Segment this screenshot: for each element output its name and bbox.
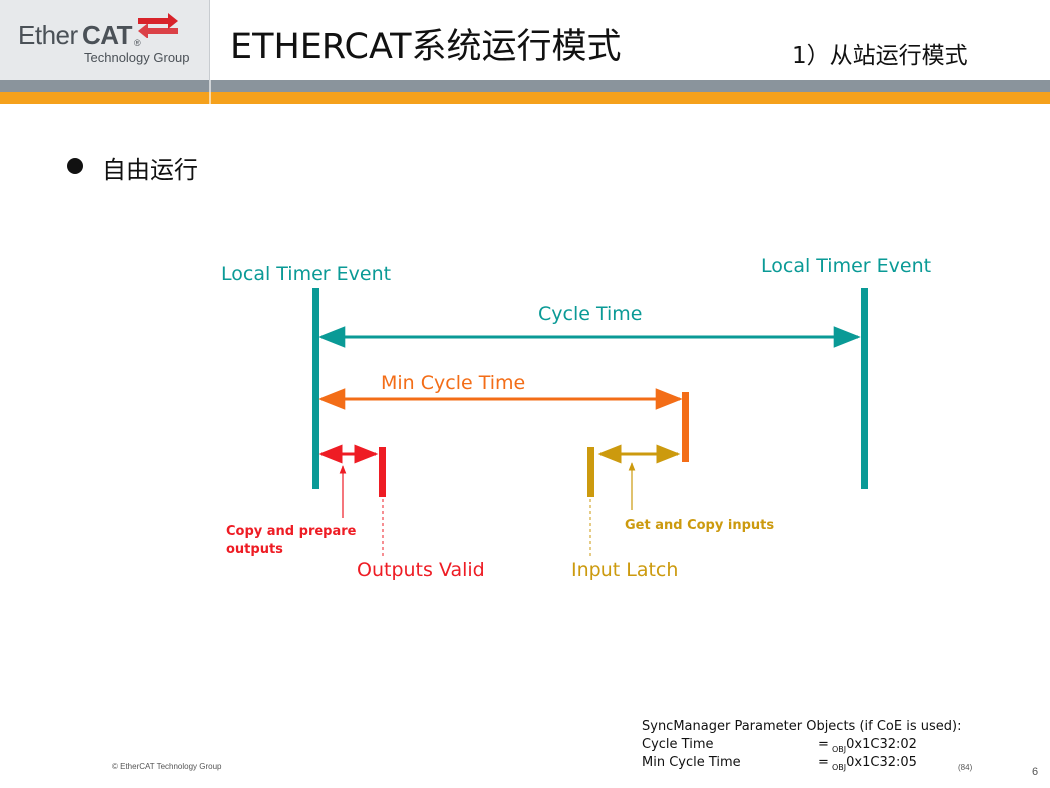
syncmanager-obj-subscript: OBJ: [832, 745, 847, 754]
header-band-divider: [209, 80, 211, 104]
logo-brand-left: Ether: [18, 20, 78, 50]
outputs-valid-bar: [379, 447, 386, 497]
input-latch-bar: [587, 447, 594, 497]
label-copy-prepare-line2: outputs: [226, 542, 283, 557]
logo-arrows-icon: [138, 13, 178, 38]
min-cycle-time-bar: [682, 392, 689, 462]
label-min-cycle-time: Min Cycle Time: [381, 372, 525, 394]
label-cycle-time: Cycle Time: [538, 303, 642, 325]
syncmanager-row-cycle-time: Cycle Time = OBJ0x1C32:02: [642, 736, 961, 754]
header-band-gray: [0, 80, 1050, 92]
page-number: 6: [1032, 766, 1039, 778]
label-local-timer-event-left: Local Timer Event: [221, 263, 391, 285]
syncmanager-reference: (84): [958, 763, 973, 772]
header-band-orange: [0, 92, 1050, 104]
bullet-dot-icon: [67, 158, 83, 174]
label-copy-prepare-line1: Copy and prepare: [226, 524, 357, 539]
slide-header: Ether CAT ® Technology Group ETHERCAT系统运…: [0, 0, 1050, 104]
label-local-timer-event-right: Local Timer Event: [761, 255, 931, 277]
syncmanager-key: Min Cycle Time: [642, 755, 741, 770]
bullet-text: 自由运行: [102, 156, 198, 184]
syncmanager-heading: SyncManager Parameter Objects (if CoE is…: [642, 719, 962, 734]
syncmanager-obj-subscript: OBJ: [832, 763, 847, 772]
syncmanager-value: OBJ0x1C32:05: [832, 754, 917, 773]
syncmanager-object-index: 0x1C32:02: [846, 737, 917, 752]
label-input-latch: Input Latch: [571, 559, 678, 581]
logo-brand-right: CAT: [82, 20, 133, 50]
copyright-text: © EtherCAT Technology Group: [112, 762, 222, 771]
label-get-copy-inputs: Get and Copy inputs: [625, 518, 774, 533]
logo-registered-mark: ®: [134, 38, 141, 48]
syncmanager-row-min-cycle-time: Min Cycle Time = OBJ0x1C32:05: [642, 754, 961, 772]
local-timer-event-bar-right: [861, 288, 868, 489]
local-timer-event-bar-left: [312, 288, 319, 489]
logo-tagline: Technology Group: [84, 50, 190, 65]
page-title: ETHERCAT系统运行模式: [230, 27, 622, 67]
syncmanager-value: OBJ0x1C32:02: [832, 736, 917, 755]
syncmanager-object-index: 0x1C32:05: [846, 755, 917, 770]
page-subtitle: 1）从站运行模式: [792, 43, 968, 69]
ethercat-logo: Ether CAT ® Technology Group: [0, 0, 210, 80]
syncmanager-eq: =: [818, 755, 829, 770]
syncmanager-parameters: SyncManager Parameter Objects (if CoE is…: [642, 718, 961, 772]
syncmanager-eq: =: [818, 737, 829, 752]
label-outputs-valid: Outputs Valid: [357, 559, 485, 581]
syncmanager-key: Cycle Time: [642, 737, 714, 752]
